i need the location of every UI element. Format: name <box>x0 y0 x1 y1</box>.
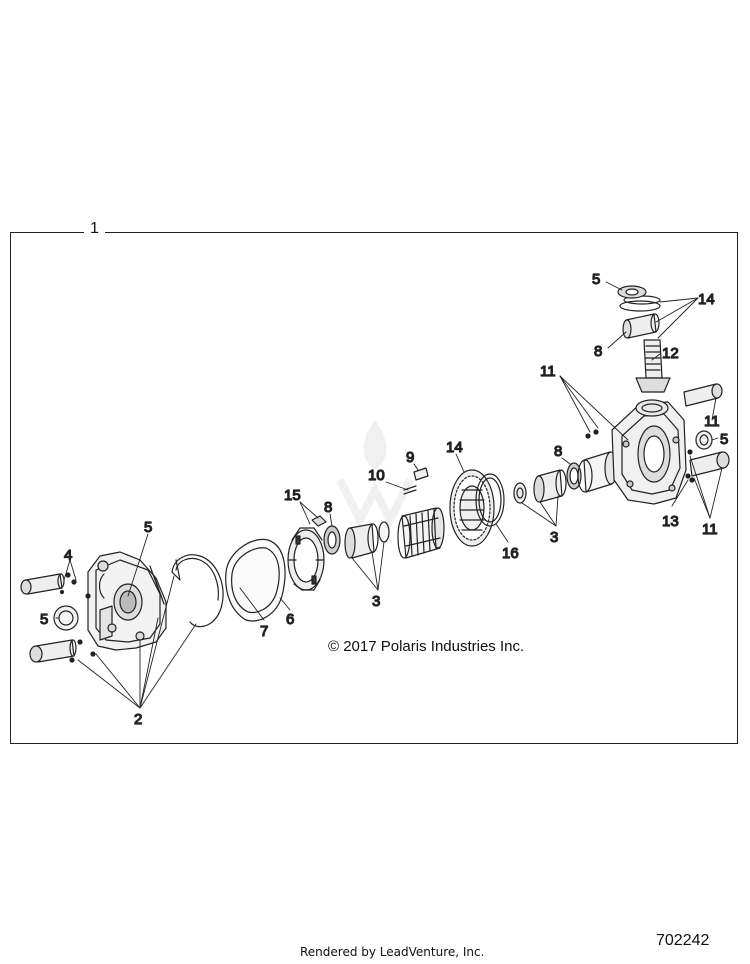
right-main-housing <box>611 399 687 505</box>
leader-lines <box>55 281 723 709</box>
callout-3-middle: 3 <box>372 593 380 610</box>
snap-ring <box>475 473 505 527</box>
callout-13: 13 <box>662 513 679 530</box>
callout-2: 2 <box>134 711 142 728</box>
callout-5-left: 5 <box>144 519 152 536</box>
middle-bearing-seal <box>323 525 341 555</box>
right-bearing-seal <box>566 462 582 490</box>
ring-gear <box>449 469 495 547</box>
callout-8-middle: 8 <box>324 499 332 516</box>
callout-3-right: 3 <box>550 529 558 546</box>
left-bolts <box>59 572 96 663</box>
callout-5-top: 5 <box>592 271 600 288</box>
callout-4: 4 <box>64 547 72 564</box>
top-bearing <box>622 313 660 339</box>
document-number: 702242 <box>656 932 710 949</box>
callout-14-top: 14 <box>698 291 715 308</box>
callout-11-bottom: 11 <box>702 521 718 538</box>
right-stud-bottom <box>689 451 730 477</box>
callout-16: 16 <box>502 545 519 562</box>
callout-labels: 5 4 5 2 7 6 15 8 3 10 9 14 16 8 3 11 5 1… <box>39 270 729 728</box>
top-shims <box>619 295 661 312</box>
callout-7: 7 <box>260 623 268 640</box>
callout-8-top: 8 <box>594 343 602 360</box>
callout-10: 10 <box>368 467 385 484</box>
left-seal <box>53 605 79 631</box>
callout-11-top: 11 <box>540 363 556 380</box>
gasket-plate <box>225 538 286 622</box>
callout-11-right: 11 <box>704 413 720 430</box>
right-seal-ring <box>695 430 713 450</box>
roller-cage <box>397 507 445 559</box>
dowel-pin <box>413 467 429 481</box>
left-stud-bottom <box>29 639 77 663</box>
clutch-cage <box>287 515 327 591</box>
callout-5-right: 5 <box>720 431 728 448</box>
callout-12: 12 <box>662 345 679 362</box>
right-stud-top <box>683 383 723 407</box>
assembly-frame <box>10 232 738 744</box>
callout-15: 15 <box>284 487 301 504</box>
middle-bearing-races <box>344 521 390 559</box>
wire-retainer <box>171 554 224 628</box>
watermark-logo <box>336 420 414 529</box>
left-stud-top <box>20 573 65 595</box>
rendered-by-footer: Rendered by LeadVenture, Inc. <box>300 945 485 959</box>
copyright-notice: © 2017 Polaris Industries Inc. <box>328 638 525 655</box>
assembly-callout-1: 1 <box>84 220 105 238</box>
callout-9: 9 <box>406 449 414 466</box>
callout-6: 6 <box>286 611 294 628</box>
top-seal <box>617 285 647 299</box>
callout-8-right: 8 <box>554 443 562 460</box>
sleeve <box>577 451 618 493</box>
callout-14-middle: 14 <box>446 439 463 456</box>
left-cover-housing <box>87 551 167 651</box>
right-bearing-races <box>513 469 567 504</box>
right-small-parts <box>585 429 695 483</box>
callout-5-lower-left: 5 <box>40 611 48 628</box>
